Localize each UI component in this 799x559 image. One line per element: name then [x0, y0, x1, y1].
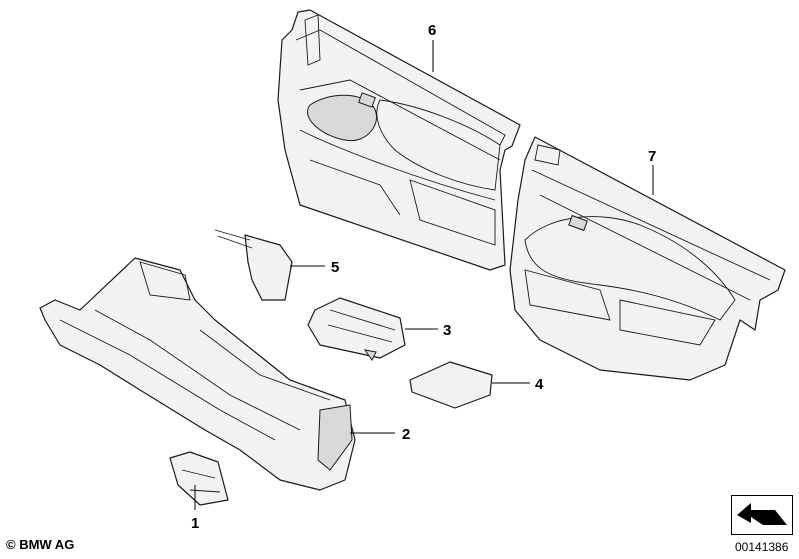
callout-7: 7	[648, 148, 656, 165]
callout-5: 5	[331, 259, 339, 276]
rear-door-trim-panel	[509, 136, 786, 381]
bracket	[169, 451, 229, 506]
callout-2: 2	[402, 426, 410, 443]
callout-6: 6	[428, 22, 436, 39]
trim-cover	[214, 229, 293, 301]
reference-number: 00141386	[735, 540, 789, 554]
centre-console	[39, 257, 356, 491]
callout-1: 1	[191, 515, 199, 532]
armrest	[307, 297, 406, 361]
arrow-icon	[731, 495, 793, 535]
copyright-text: © BMW AG	[6, 537, 75, 552]
front-door-trim-panel	[277, 9, 521, 271]
callout-3: 3	[443, 322, 451, 339]
pad	[409, 361, 493, 409]
callout-4: 4	[535, 376, 544, 393]
